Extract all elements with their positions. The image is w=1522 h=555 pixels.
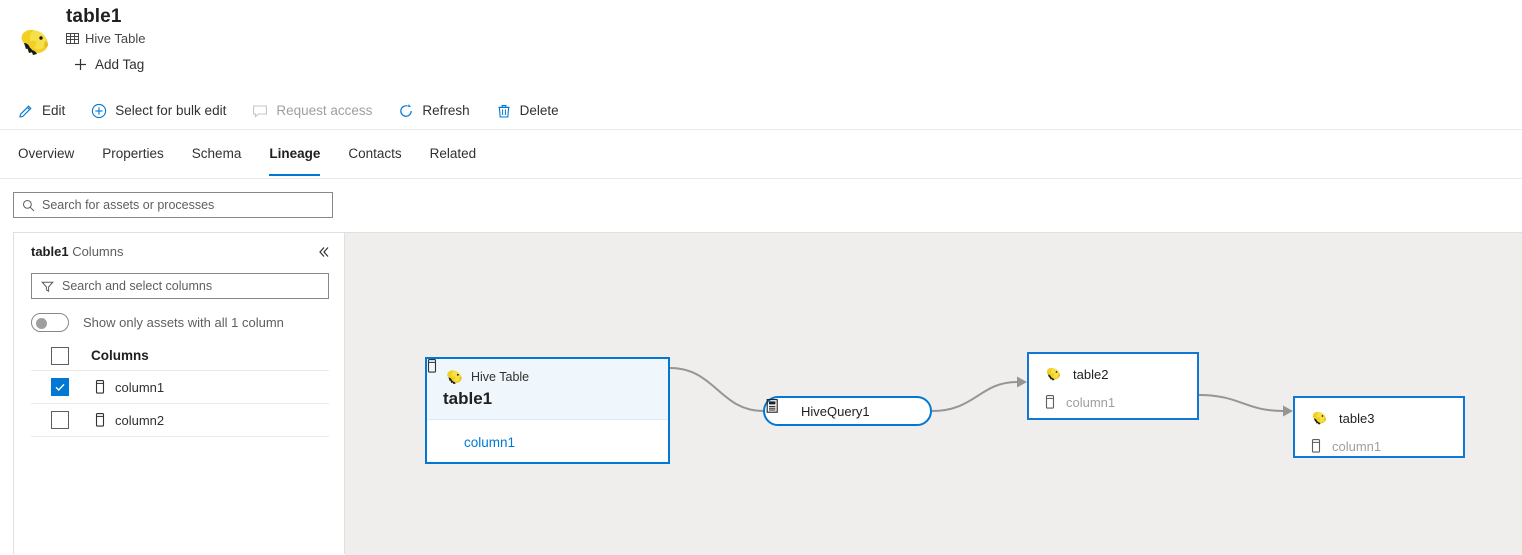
columns-list-header: Columns <box>31 341 329 371</box>
show-only-matching-assets-row: Show only assets with all 1 column <box>31 313 284 332</box>
columns-header-label: Columns <box>91 348 149 363</box>
columns-panel: table1 Columns Search and select columns… <box>13 232 345 554</box>
lineage-node-table1-type: Hive Table <box>471 370 530 384</box>
lineage-node-table2[interactable]: table2 column1 <box>1027 352 1199 420</box>
columns-panel-title: table1 Columns <box>31 244 124 259</box>
lineage-node-table1-name: table1 <box>443 389 493 408</box>
tab-bar: Overview Properties Schema Lineage Conta… <box>0 131 1522 179</box>
column-icon <box>95 413 106 427</box>
toggle-knob <box>36 318 47 329</box>
hadoop-elephant-icon <box>14 22 54 62</box>
search-placeholder: Search for assets or processes <box>42 198 215 212</box>
double-chevron-left-icon[interactable] <box>316 244 332 260</box>
select-for-bulk-edit-button[interactable]: Select for bulk edit <box>91 103 226 119</box>
plus-icon <box>74 58 87 71</box>
search-row: Search for assets or processes <box>0 180 1522 232</box>
lineage-process-hivequery1[interactable]: HiveQuery1 <box>763 396 932 426</box>
process-document-icon <box>766 399 792 419</box>
lineage-node-table1-header: Hive Table table1 <box>427 359 668 419</box>
asset-type-label: Hive Table <box>85 31 146 46</box>
show-only-matching-assets-label: Show only assets with all 1 column <box>83 315 284 330</box>
edit-button[interactable]: Edit <box>18 103 65 119</box>
column1-label: column1 <box>115 379 165 395</box>
column2-label: column2 <box>115 412 165 428</box>
column-filter-input[interactable]: Search and select columns <box>31 273 329 299</box>
column-row-column2[interactable]: column2 <box>31 404 329 437</box>
page-title: table1 <box>66 6 122 27</box>
lineage-process-hivequery1-label: HiveQuery1 <box>801 403 870 419</box>
column-row-column1[interactable]: column1 <box>31 371 329 404</box>
lineage-canvas[interactable]: Hive Table table1 column1 <box>345 232 1522 555</box>
command-bar: Edit Select for bulk edit Request access <box>0 92 1522 130</box>
hadoop-elephant-icon <box>443 368 465 386</box>
lineage-node-table2-name: table2 <box>1073 366 1109 382</box>
lineage-node-table1-column[interactable]: column1 <box>427 359 668 465</box>
pencil-icon <box>18 103 34 119</box>
lineage-node-table3-column-label: column1 <box>1332 439 1382 454</box>
refresh-icon <box>398 103 414 119</box>
hadoop-elephant-icon <box>1043 366 1063 382</box>
trash-icon <box>496 103 512 119</box>
delete-label: Delete <box>519 103 559 118</box>
tab-lineage[interactable]: Lineage <box>269 131 321 177</box>
lineage-node-table1-column-label: column1 <box>464 435 516 450</box>
refresh-button[interactable]: Refresh <box>398 103 470 119</box>
column2-checkbox[interactable] <box>51 411 69 429</box>
column-filter-placeholder: Search and select columns <box>62 279 213 293</box>
edit-label: Edit <box>42 103 66 118</box>
column1-checkbox[interactable] <box>51 378 69 396</box>
lineage-node-table3-title: table3 <box>1309 410 1374 426</box>
tab-properties[interactable]: Properties <box>102 146 164 161</box>
request-access-label: Request access <box>276 103 373 118</box>
grid-icon <box>66 32 79 45</box>
lineage-node-table3-name: table3 <box>1339 410 1375 426</box>
asset-header: table1 Hive Table Add Tag <box>0 0 1522 90</box>
asset-type: Hive Table <box>66 31 145 46</box>
delete-button[interactable]: Delete <box>496 103 559 119</box>
select-all-columns-checkbox[interactable] <box>51 346 69 365</box>
lineage-node-table3[interactable]: table3 column1 <box>1293 396 1465 458</box>
tab-contacts[interactable]: Contacts <box>348 146 402 161</box>
columns-panel-asset-name: table1 <box>31 244 69 259</box>
filter-icon <box>41 280 54 293</box>
search-input[interactable]: Search for assets or processes <box>13 192 333 218</box>
hadoop-elephant-icon <box>1309 410 1329 426</box>
column1-cell: column1 <box>95 380 164 395</box>
lineage-edges <box>669 367 1293 417</box>
column-icon <box>1311 439 1322 454</box>
column-icon <box>95 380 106 394</box>
plus-circle-icon <box>91 103 107 119</box>
refresh-label: Refresh <box>422 103 470 118</box>
lineage-node-table3-column: column1 <box>1311 439 1381 454</box>
column2-cell: column2 <box>95 413 164 428</box>
comment-icon <box>252 103 268 119</box>
tab-schema[interactable]: Schema <box>191 146 242 161</box>
lineage-node-table2-column: column1 <box>1045 395 1115 410</box>
select-for-bulk-edit-label: Select for bulk edit <box>115 103 227 118</box>
search-icon <box>22 199 35 212</box>
lineage-node-table2-title: table2 <box>1043 366 1108 382</box>
lineage-node-table2-column-label: column1 <box>1066 395 1116 410</box>
tab-overview[interactable]: Overview <box>18 146 75 161</box>
column-icon <box>1045 395 1056 410</box>
show-only-matching-assets-toggle[interactable] <box>31 313 69 332</box>
columns-panel-title-suffix: Columns <box>68 244 124 259</box>
column-icon <box>427 359 454 450</box>
lineage-node-table1[interactable]: Hive Table table1 column1 <box>425 357 670 464</box>
request-access-button: Request access <box>252 103 372 119</box>
tab-related[interactable]: Related <box>429 146 477 161</box>
add-tag-label: Add Tag <box>95 57 145 72</box>
add-tag-button[interactable]: Add Tag <box>74 57 144 72</box>
